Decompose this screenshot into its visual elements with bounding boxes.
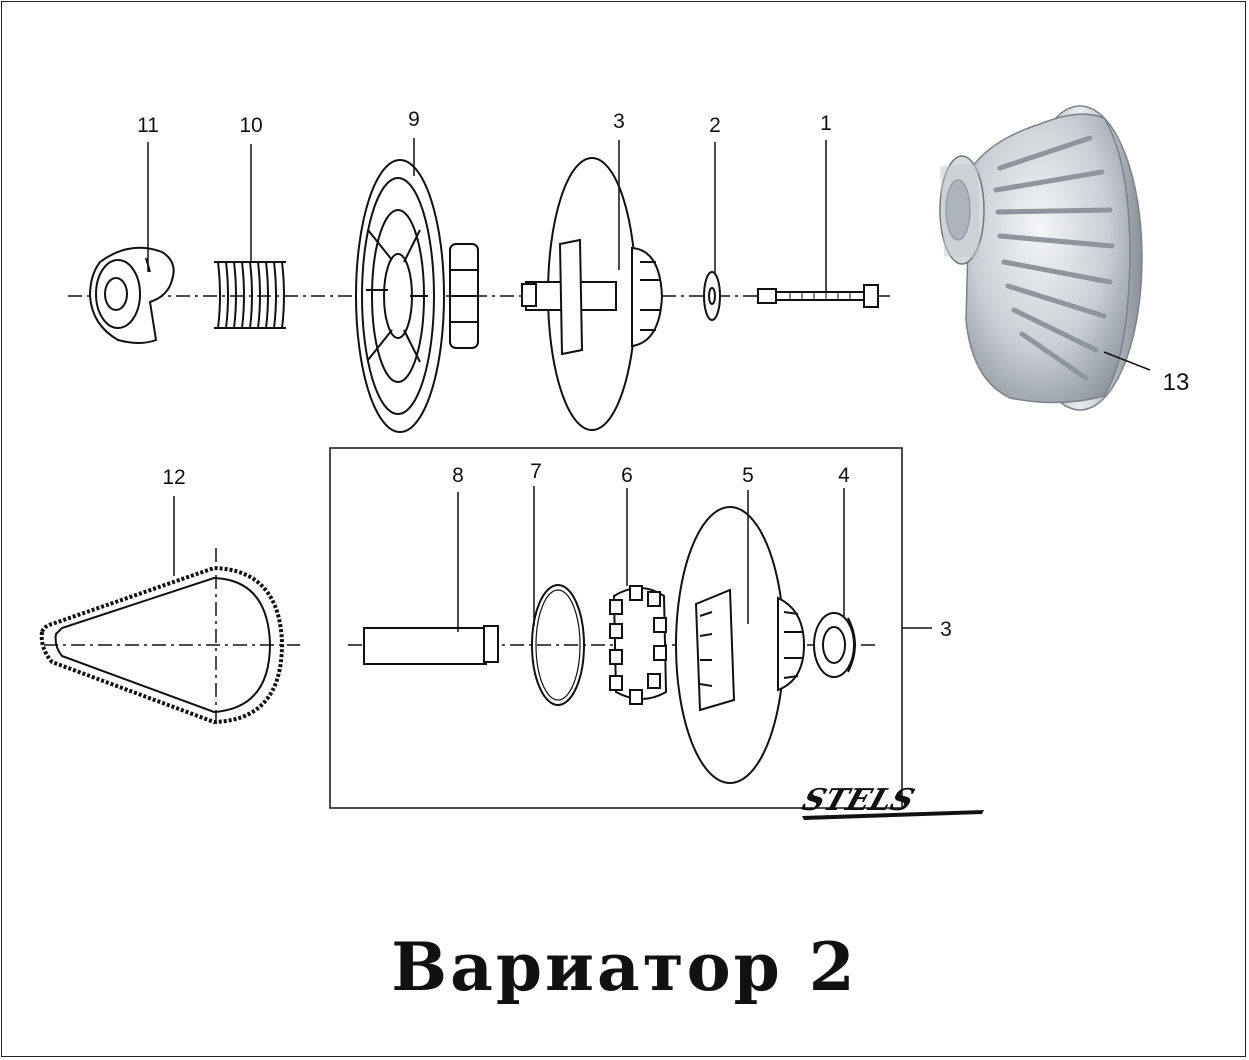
callout-12: 12	[162, 466, 185, 489]
part-5-moving-face	[675, 506, 806, 784]
part-3-fixed-face	[521, 157, 664, 431]
callout-8: 8	[452, 464, 464, 487]
page-title: Вариатор 2	[391, 928, 858, 1006]
callout-5: 5	[742, 464, 754, 487]
part-1-bolt	[757, 284, 879, 308]
leader-lines	[147, 138, 1151, 632]
callout-13: 13	[1163, 369, 1190, 396]
callout-9: 9	[408, 108, 420, 131]
part-10-spring	[214, 261, 286, 329]
callout-10: 10	[239, 114, 262, 137]
part-2-washer	[703, 271, 721, 321]
part-6-roller-cage	[609, 585, 668, 705]
part-7-oring-inner	[535, 589, 581, 701]
svg-text:STELS: STELS	[798, 783, 919, 818]
part-12-belt	[39, 548, 300, 725]
callout-6: 6	[621, 464, 633, 487]
stels-logo: STELS	[798, 783, 984, 820]
part-11-cover	[88, 246, 175, 344]
part-13-pulley	[939, 105, 1143, 411]
part-8-sleeve	[363, 625, 499, 665]
callout-1: 1	[820, 112, 832, 135]
callout-3-subassembly: 3	[940, 618, 952, 641]
callout-3: 3	[613, 110, 625, 133]
subassembly-box	[329, 447, 903, 809]
part-7-oring	[531, 584, 585, 706]
part-4-bearing	[813, 612, 856, 678]
callout-2: 2	[709, 114, 721, 137]
callout-11: 11	[137, 114, 159, 137]
callout-7: 7	[530, 460, 542, 483]
part-9-sliding-face	[355, 159, 479, 433]
callout-4: 4	[838, 464, 850, 487]
